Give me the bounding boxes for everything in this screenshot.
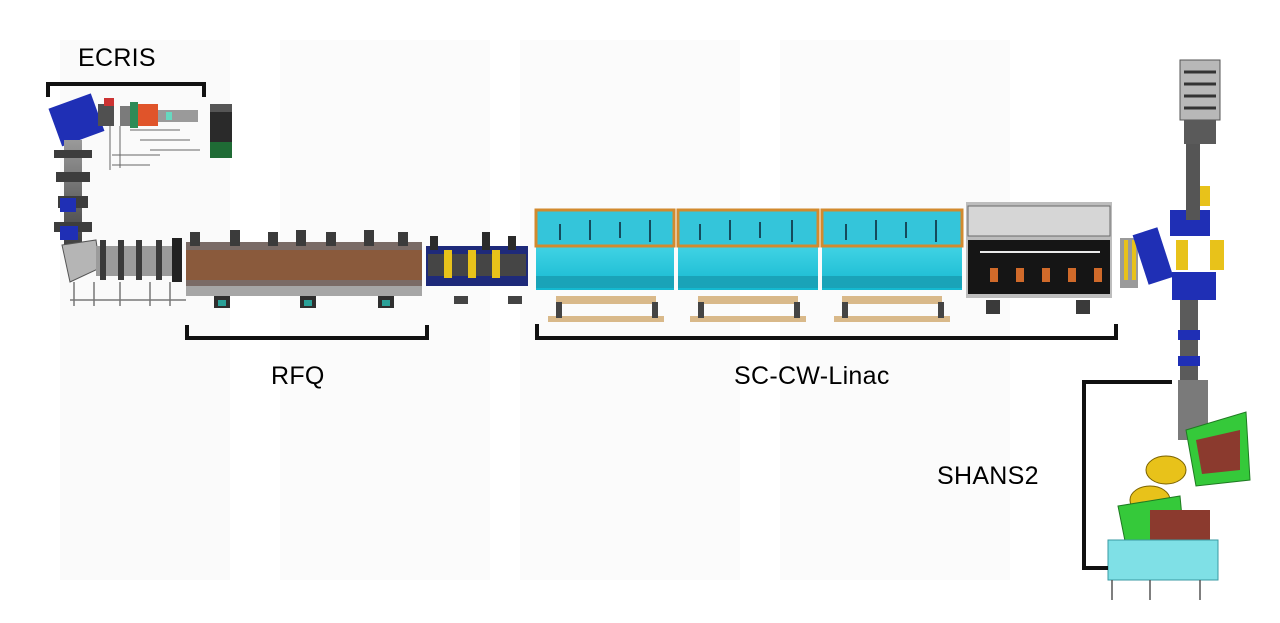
cryomodules xyxy=(534,202,1112,322)
label-ecris: ECRIS xyxy=(78,44,156,72)
cryomodule-1 xyxy=(534,208,676,322)
shans2-separator xyxy=(1107,380,1251,600)
cryomodule-2 xyxy=(676,208,820,322)
label-rfq: RFQ xyxy=(271,362,325,390)
label-shans2: SHANS2 xyxy=(937,462,1039,490)
ecris-bracket xyxy=(46,82,206,97)
label-sc-cw-linac: SC-CW-Linac xyxy=(734,362,890,390)
mebt-section xyxy=(426,232,528,304)
rfq-bracket xyxy=(185,325,429,340)
ecris-section xyxy=(48,93,232,250)
high-energy-beamline xyxy=(1120,59,1224,380)
shans2-bracket xyxy=(1082,380,1172,570)
background-panels xyxy=(60,40,1010,580)
ecris-source-body xyxy=(48,93,105,147)
rfq-structure xyxy=(186,230,422,308)
lebt-section xyxy=(61,238,186,306)
sc-cw-linac-bracket xyxy=(535,324,1118,340)
ion-source-red xyxy=(138,104,158,126)
brackets xyxy=(46,82,1172,570)
cryomodule-3 xyxy=(820,208,964,322)
cryomodule-4 xyxy=(966,202,1112,314)
